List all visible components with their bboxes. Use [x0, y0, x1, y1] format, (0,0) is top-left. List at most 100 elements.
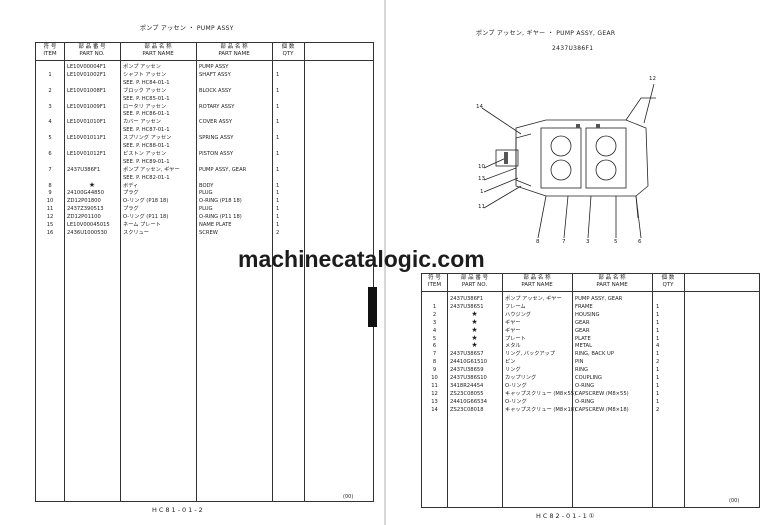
row-name-en: PLATE [575, 335, 591, 342]
row-qty: 1 [276, 71, 280, 78]
column-divider [447, 274, 448, 507]
row-item: 6 [432, 343, 437, 350]
row-name-en: PLUG [199, 206, 213, 213]
row-name-jp: ロータリ アッセン [123, 103, 167, 110]
row-name-jp: カバー アッセン [123, 119, 161, 126]
row-name-jp: O-リング [505, 398, 527, 405]
row-part-no: LE10V01010F1 [67, 119, 107, 126]
callout-label: 5 [614, 239, 618, 245]
row-part-no: 2437U386F1 [67, 166, 101, 173]
row-name-en: O-RING (P11 18) [199, 214, 242, 221]
row-name-jp: ハウジング [505, 311, 531, 318]
header-qty: 個 数 QTY [272, 44, 304, 58]
row-part-no: 2437U386F1 [450, 296, 484, 302]
row-item: 11 [46, 206, 54, 213]
row-name-jp: ポンプ アッセン, ギヤー [123, 166, 180, 173]
header-name-en-en: PART NAME [596, 282, 628, 288]
row-part-no: 24100G44850 [67, 190, 105, 197]
row-name-en: O-RING (P18 18) [199, 198, 242, 205]
header-qty-en: QTY [282, 51, 294, 57]
row-name-en: ROTARY ASSY [199, 103, 235, 110]
gear-3 [595, 135, 617, 157]
row-part-no: ZD12P01100 [67, 214, 101, 221]
row-qty: 1 [276, 87, 280, 94]
row-name-jp: ギヤー [505, 319, 521, 326]
row-item: 8 [48, 182, 52, 189]
row-name-en: CAPSCREW (M8×55) [575, 390, 629, 397]
row-name-en: FRAME [575, 303, 593, 310]
row-item: 4 [48, 119, 52, 126]
row-item: 13 [431, 398, 438, 405]
row-qty: 1 [656, 319, 660, 326]
parts-table: 符 号 ITEM 部 品 番 号 PART NO. 部 品 名 称 PART N… [421, 273, 760, 508]
shaft-coupling [495, 149, 519, 167]
row-name-jp: プレート [505, 335, 526, 342]
column-divider [304, 43, 305, 501]
row-name-en: SCREW [199, 229, 218, 236]
row-name-jp: カップリング [505, 375, 537, 381]
row-qty: 1 [276, 190, 280, 197]
row-qty: 1 [656, 367, 660, 374]
parts-table: 符 号 ITEM 部 品 番 号 PART NO. 部 品 名 称 PART N… [35, 42, 374, 502]
row-name-jp: ピン [505, 359, 516, 366]
row-qty: 1 [276, 150, 280, 157]
row-qty: 1 [656, 311, 660, 318]
row-item: 2 [48, 87, 52, 94]
row-qty: 2 [656, 359, 660, 366]
callout-label: 8 [536, 239, 540, 245]
row-item: 15 [46, 222, 54, 228]
row-name-en: O-RING [575, 382, 595, 389]
row-name-en: BLOCK ASSY [199, 87, 232, 94]
row-name-jp: SEE. P. HC86-01-1 [123, 111, 170, 118]
header-name-jp-en: PART NAME [142, 51, 174, 57]
row-name-en: COUPLING [575, 375, 602, 381]
callout-label: 11 [478, 204, 485, 210]
header-item-jp: 符 号 [43, 44, 57, 50]
row-item: 2 [432, 311, 437, 318]
row-item: 7 [432, 351, 437, 358]
gear-2 [550, 159, 572, 181]
row-name-en: PUMP ASSY [199, 64, 229, 70]
row-name-jp: ボディ [123, 182, 139, 189]
row-part-no: ZS23C08018 [450, 406, 484, 413]
pump-housing-outline [515, 119, 649, 197]
row-part-no: ZS23C08055 [450, 390, 484, 397]
row-name-jp: SEE. P. HC82-01-1 [123, 174, 170, 181]
row-qty: 1 [656, 375, 660, 381]
column-divider [684, 274, 685, 507]
row-name-en: RING, BACK UP [575, 351, 614, 358]
header-part-no-en: PART NO. [461, 282, 488, 288]
header-qty-en: QTY [662, 282, 674, 288]
row-item: 10 [431, 375, 438, 381]
page-tab-marker [368, 287, 377, 327]
row-part-no: 24410G66534 [450, 398, 488, 405]
row-item: 7 [48, 166, 52, 173]
row-name-jp: ネーム プレート [123, 222, 161, 228]
exploded-diagram [481, 83, 656, 239]
row-name-en: O-RING [575, 398, 595, 405]
row-name-en: CAPSCREW (M8×18) [575, 406, 629, 413]
book-spine [383, 0, 386, 525]
title-jp: ポンプ アッセン, ギヤー [476, 30, 546, 37]
row-name-en: PLUG [199, 190, 213, 197]
row-item: 10 [46, 198, 54, 205]
header-name-jp-jp: 部 品 名 称 [144, 44, 172, 50]
header-qty-jp: 個 数 [661, 275, 675, 281]
row-qty: 1 [276, 214, 280, 221]
gear-1 [550, 135, 572, 157]
row-qty: 1 [276, 206, 280, 213]
header-part-no-jp: 部 品 番 号 [460, 275, 489, 281]
header-item-jp: 符 号 [428, 275, 441, 281]
row-name-en: PUMP ASSY, GEAR [575, 296, 623, 302]
row-name-jp: O-リング (P11 18) [123, 214, 169, 221]
row-name-jp: フレーム [505, 303, 526, 310]
row-name-en: GEAR [575, 327, 590, 334]
row-part-no: LE10V00004F1 [67, 64, 107, 70]
row-part-no: LE10V01008F1 [67, 87, 107, 94]
row-item: 9 [432, 367, 437, 374]
title-jp: ポンプ アッセン [140, 25, 187, 32]
row-item: 8 [432, 359, 437, 366]
row-part-no: 2437U386S7 [450, 351, 484, 358]
row-qty: 1 [656, 351, 660, 358]
column-divider [64, 43, 65, 501]
